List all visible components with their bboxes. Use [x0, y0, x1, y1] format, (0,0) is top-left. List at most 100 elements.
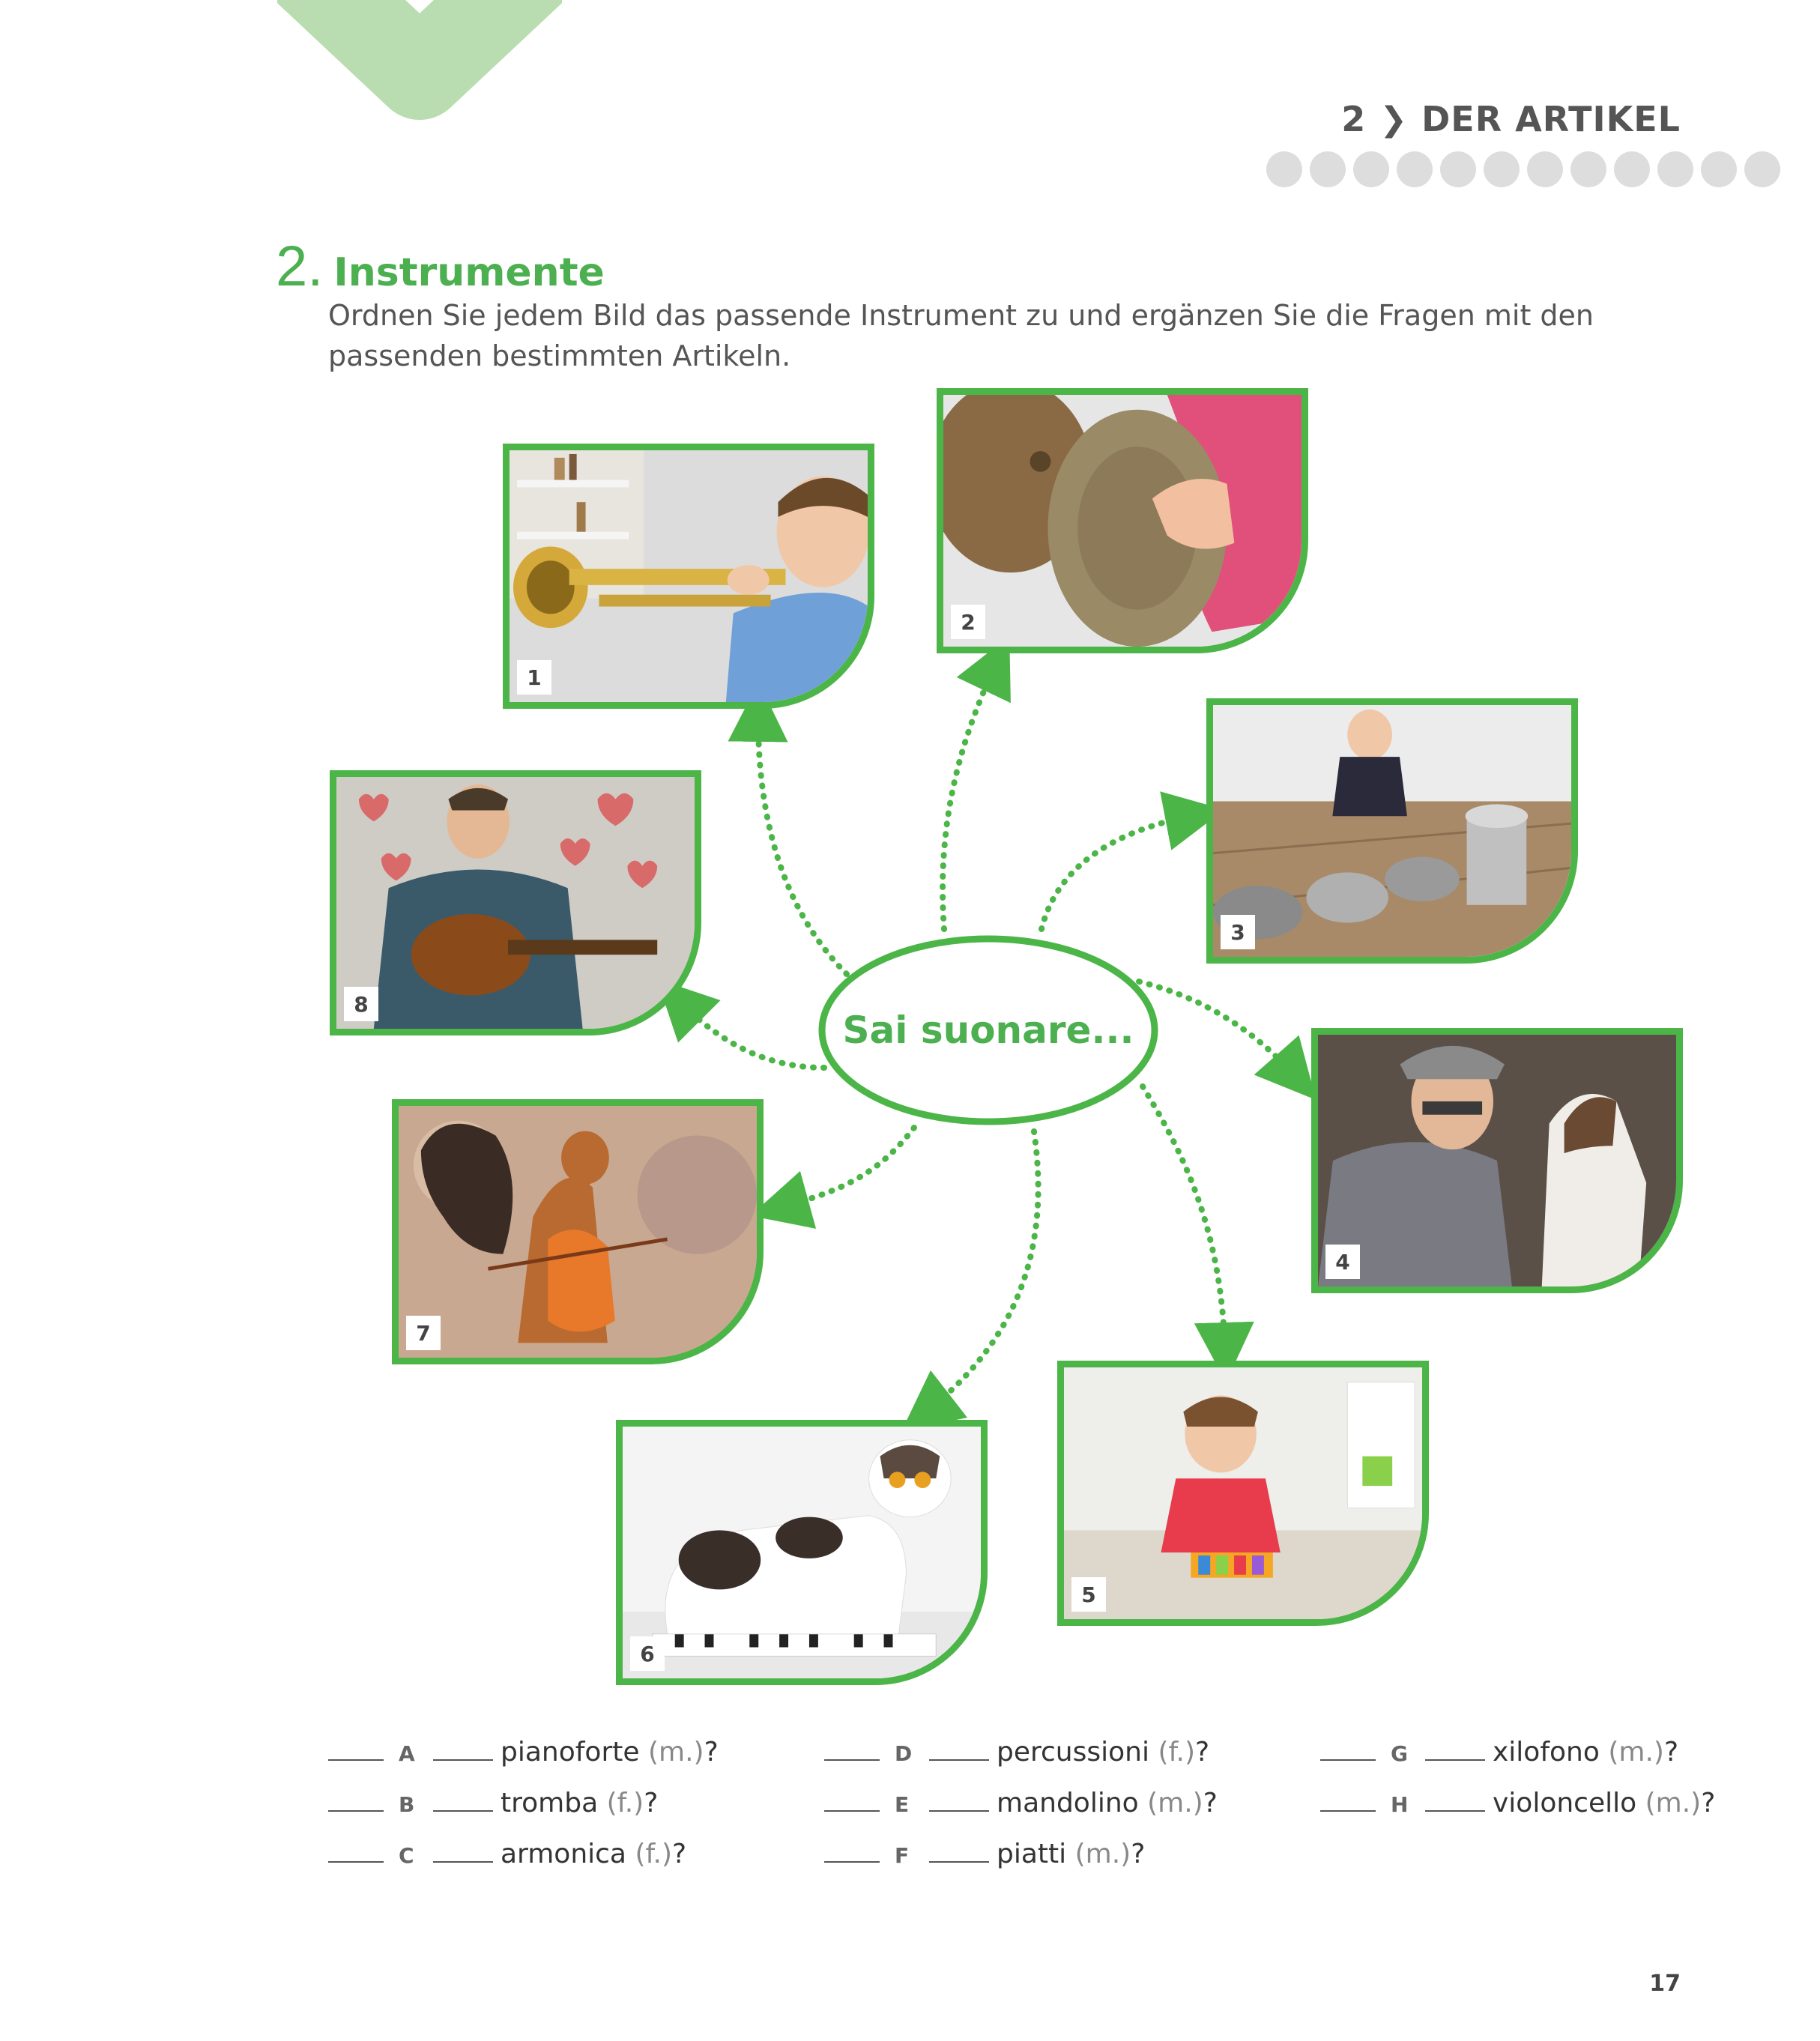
- answer-item-h: H violoncello (m.)?: [1320, 1788, 1715, 1818]
- connector-arrow: [1039, 791, 1225, 932]
- boy-playing-trumpet-icon: [510, 450, 868, 702]
- gender-marker: (f.): [606, 1788, 644, 1818]
- connector-arrow: [656, 979, 827, 1071]
- photo-2: 2: [937, 388, 1308, 653]
- answer-letter: B: [399, 1792, 415, 1817]
- gender-marker: (m.): [647, 1737, 704, 1768]
- exercise-instruction: Ordnen Sie jedem Bild das passende Instr…: [328, 299, 1594, 372]
- answer-number-blank[interactable]: [1320, 1759, 1376, 1761]
- answer-letter: F: [895, 1843, 910, 1868]
- question-mark: ?: [1203, 1788, 1218, 1818]
- answer-item-a: A pianoforte (m.)?: [328, 1737, 719, 1768]
- cat-on-piano-keys-icon: [623, 1427, 981, 1678]
- answer-letter: D: [895, 1741, 913, 1766]
- progress-dot: [1484, 151, 1520, 187]
- photo-number-badge: 8: [344, 987, 378, 1021]
- answer-letter: C: [399, 1843, 414, 1868]
- running-head: 2 ❯ DER ARTIKEL: [1341, 99, 1681, 139]
- photo-5: 5: [1057, 1361, 1429, 1626]
- gender-marker: (m.): [1608, 1737, 1664, 1768]
- answer-number-blank[interactable]: [824, 1809, 880, 1812]
- connector-arrow: [750, 1125, 917, 1229]
- instrument-word: percussioni: [997, 1737, 1149, 1768]
- man-singing-with-mandolin-icon: [336, 777, 695, 1029]
- article-blank[interactable]: [1425, 1809, 1485, 1812]
- answer-number-blank[interactable]: [824, 1759, 880, 1761]
- photo-number-badge: 7: [406, 1316, 441, 1350]
- exercise-heading: 2. Instrumente: [276, 234, 605, 299]
- photo-number-badge: 6: [630, 1636, 665, 1671]
- photo-number-badge: 3: [1221, 915, 1255, 949]
- gender-marker: (m.): [1147, 1788, 1203, 1818]
- question-mark: ?: [1131, 1839, 1146, 1869]
- answer-item-c: C armonica (f.)?: [328, 1839, 686, 1869]
- photo-number-badge: 1: [517, 660, 551, 695]
- answer-item-b: B tromba (f.)?: [328, 1788, 658, 1818]
- photo-number-badge: 5: [1071, 1577, 1106, 1612]
- photo-8: 8: [330, 770, 701, 1035]
- mindmap-center-label: Sai suonare...: [842, 1009, 1134, 1052]
- hand-holding-cymbals-icon: [943, 395, 1301, 647]
- article-blank[interactable]: [929, 1809, 989, 1812]
- chapter-progress-dots: [1266, 151, 1780, 187]
- instrument-word: violoncello: [1493, 1788, 1637, 1818]
- answer-number-blank[interactable]: [1320, 1809, 1376, 1812]
- progress-dot: [1701, 151, 1737, 187]
- answer-letter: G: [1391, 1741, 1408, 1766]
- article-blank[interactable]: [433, 1809, 493, 1812]
- article-blank[interactable]: [433, 1759, 493, 1761]
- progress-dot: [1397, 151, 1433, 187]
- instrument-word: armonica: [501, 1839, 626, 1869]
- gender-marker: (m.): [1645, 1788, 1702, 1818]
- progress-dot: [1744, 151, 1780, 187]
- page-number: 17: [1649, 1971, 1681, 1997]
- question-mark: ?: [644, 1788, 659, 1818]
- question-mark: ?: [672, 1839, 687, 1869]
- progress-dot: [1657, 151, 1693, 187]
- toddler-playing-xylophone-icon: [1064, 1367, 1422, 1619]
- photo-4: 4: [1311, 1028, 1683, 1293]
- chapter-title: DER ARTIKEL: [1421, 99, 1681, 139]
- answer-item-e: E mandolino (m.)?: [824, 1788, 1218, 1818]
- answer-number-blank[interactable]: [328, 1860, 384, 1863]
- answer-item-g: G xilofono (m.)?: [1320, 1737, 1678, 1768]
- progress-dot: [1266, 151, 1302, 187]
- chapter-number: 2: [1341, 99, 1367, 139]
- answer-number-blank[interactable]: [328, 1759, 384, 1761]
- article-blank[interactable]: [929, 1759, 989, 1761]
- gender-marker: (f.): [1158, 1737, 1196, 1768]
- article-blank[interactable]: [433, 1860, 493, 1863]
- progress-dot: [1440, 151, 1476, 187]
- connector-arrow: [940, 635, 1011, 932]
- article-blank[interactable]: [929, 1860, 989, 1863]
- gender-marker: (m.): [1074, 1839, 1131, 1869]
- instrument-word: tromba: [501, 1788, 599, 1818]
- answer-number-blank[interactable]: [328, 1809, 384, 1812]
- answer-item-d: D percussioni (f.)?: [824, 1737, 1209, 1768]
- chevron-right-icon: ❯: [1379, 100, 1409, 139]
- question-mark: ?: [1663, 1737, 1679, 1768]
- question-mark: ?: [1195, 1737, 1210, 1768]
- connector-arrow: [728, 682, 850, 977]
- answer-letter: H: [1391, 1792, 1409, 1817]
- answer-letter: A: [399, 1741, 415, 1766]
- question-mark: ?: [1701, 1788, 1716, 1818]
- answer-item-f: F piatti (m.)?: [824, 1839, 1145, 1869]
- photo-number-badge: 2: [951, 605, 985, 639]
- photo-7: 7: [392, 1099, 764, 1364]
- progress-dot: [1527, 151, 1563, 187]
- answer-letter: E: [895, 1792, 910, 1817]
- question-mark: ?: [704, 1737, 719, 1768]
- instrument-word: pianoforte: [501, 1737, 640, 1768]
- gender-marker: (f.): [635, 1839, 673, 1869]
- toddler-drumming-on-pots-icon: [1213, 705, 1571, 957]
- exercise-number: 2.: [276, 235, 324, 298]
- progress-dot: [1310, 151, 1346, 187]
- photo-1: 1: [503, 444, 874, 709]
- article-blank[interactable]: [1425, 1759, 1485, 1761]
- instrument-word: mandolino: [997, 1788, 1139, 1818]
- answer-number-blank[interactable]: [824, 1860, 880, 1863]
- photo-3: 3: [1206, 698, 1578, 964]
- photo-6: 6: [616, 1420, 988, 1685]
- squirrel-with-violin-icon: [399, 1106, 757, 1358]
